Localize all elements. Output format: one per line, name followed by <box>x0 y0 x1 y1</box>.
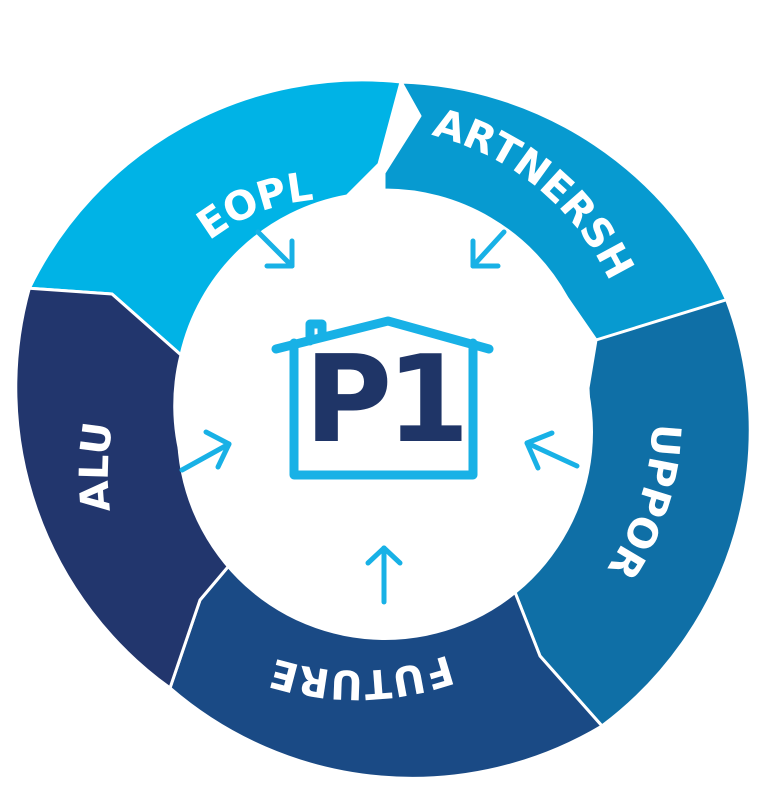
house-logo-icon <box>271 316 494 480</box>
arrow-left-icon <box>179 429 232 473</box>
arrow-top-right-icon <box>470 229 507 269</box>
arrow-top-left-icon <box>255 229 295 269</box>
inner-circle <box>177 224 593 640</box>
logo-text: P1 <box>304 331 463 470</box>
arrow-bottom-icon <box>365 545 403 605</box>
arrow-right-icon <box>524 430 580 471</box>
segment-people[interactable] <box>27 78 403 357</box>
